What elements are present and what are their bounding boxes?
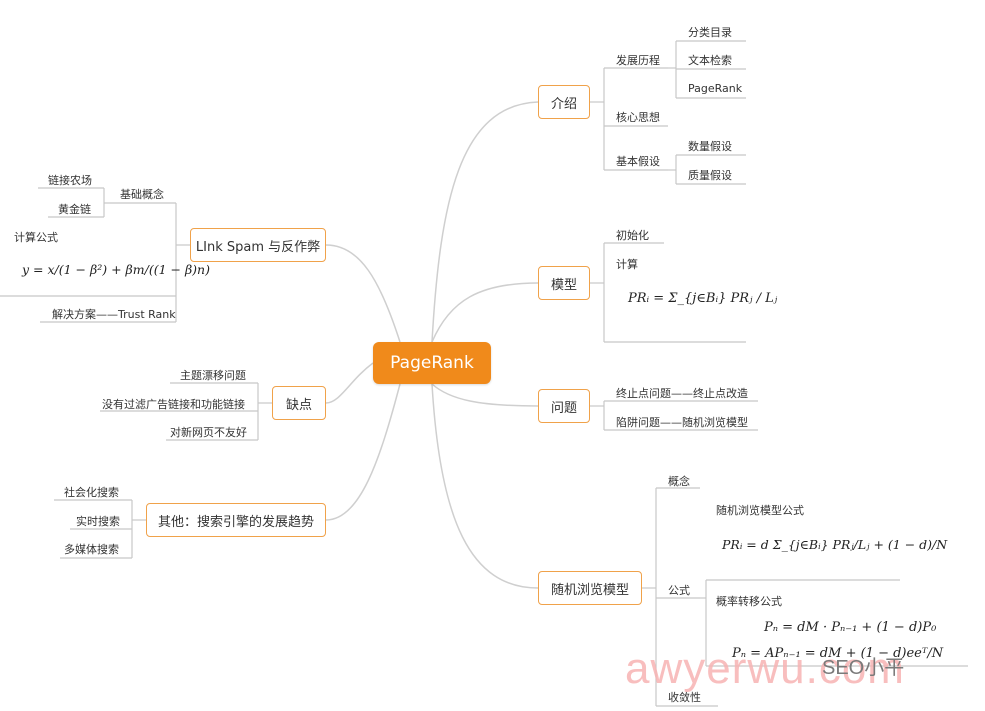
topic-problem[interactable]: 问题 [538, 389, 590, 423]
intro-history[interactable]: 发展历程 [616, 54, 660, 67]
spam-calc[interactable]: 计算公式 [14, 231, 58, 244]
random-transfer-1: Pₙ = dM · Pₙ₋₁ + (1 − d)P₀ [764, 620, 937, 635]
topic-defects[interactable]: 缺点 [272, 386, 326, 420]
topic-intro[interactable]: 介绍 [538, 85, 590, 119]
random-concept[interactable]: 概念 [668, 475, 690, 488]
spam-basic-item-1[interactable]: 黄金链 [58, 203, 91, 216]
random-formula-title[interactable]: 随机浏览模型公式 [716, 504, 804, 517]
intro-history-item-2[interactable]: PageRank [688, 82, 743, 95]
random-converge[interactable]: 收敛性 [668, 691, 701, 704]
trend-item-0[interactable]: 社会化搜索 [64, 486, 119, 499]
spam-solution[interactable]: 解决方案——Trust Rank [52, 308, 176, 321]
random-formula-label[interactable]: 公式 [668, 584, 690, 597]
problem-item-0[interactable]: 终止点问题——终止点改造 [616, 387, 748, 400]
problem-item-1[interactable]: 陷阱问题——随机浏览模型 [616, 416, 748, 429]
spam-formula: y = x/(1 − β²) + βm/((1 − β)n) [22, 262, 210, 277]
model-formula: PRᵢ = Σ_{j∈Bᵢ} PRⱼ / Lⱼ [628, 291, 778, 306]
random-formula-main: PRᵢ = d Σ_{j∈Bᵢ} PRⱼ/Lⱼ + (1 − d)/N [722, 537, 948, 552]
topic-model[interactable]: 模型 [538, 266, 590, 300]
defect-item-1[interactable]: 没有过滤广告链接和功能链接 [102, 398, 245, 411]
intro-assume-item-1[interactable]: 质量假设 [688, 169, 732, 182]
defect-item-2[interactable]: 对新网页不友好 [170, 426, 247, 439]
watermark-seo: SEO小平 [822, 657, 905, 679]
trend-item-1[interactable]: 实时搜索 [76, 515, 120, 528]
watermark-text: awyerwu.com [625, 644, 905, 693]
random-transfer-2: Pₙ = APₙ₋₁ = dM + (1 − d)eeᵀ/N [732, 646, 944, 661]
intro-history-item-1[interactable]: 文本检索 [688, 54, 732, 67]
model-calc[interactable]: 计算 [616, 258, 638, 271]
defect-item-0[interactable]: 主题漂移问题 [180, 369, 246, 382]
topic-trends[interactable]: 其他：搜索引擎的发展趋势 [146, 503, 326, 537]
intro-assume[interactable]: 基本假设 [616, 155, 660, 168]
intro-core[interactable]: 核心思想 [616, 111, 660, 124]
intro-history-item-0[interactable]: 分类目录 [688, 26, 732, 39]
topic-link-spam[interactable]: LInk Spam 与反作弊 [190, 228, 326, 262]
model-init[interactable]: 初始化 [616, 229, 649, 242]
spam-basic[interactable]: 基础概念 [120, 188, 164, 201]
topic-random-surfer[interactable]: 随机浏览模型 [538, 571, 642, 605]
root-node[interactable]: PageRank [373, 342, 491, 384]
intro-assume-item-0[interactable]: 数量假设 [688, 140, 732, 153]
random-transfer-title[interactable]: 概率转移公式 [716, 595, 782, 608]
trend-item-2[interactable]: 多媒体搜索 [64, 543, 119, 556]
spam-basic-item-0[interactable]: 链接农场 [48, 174, 92, 187]
